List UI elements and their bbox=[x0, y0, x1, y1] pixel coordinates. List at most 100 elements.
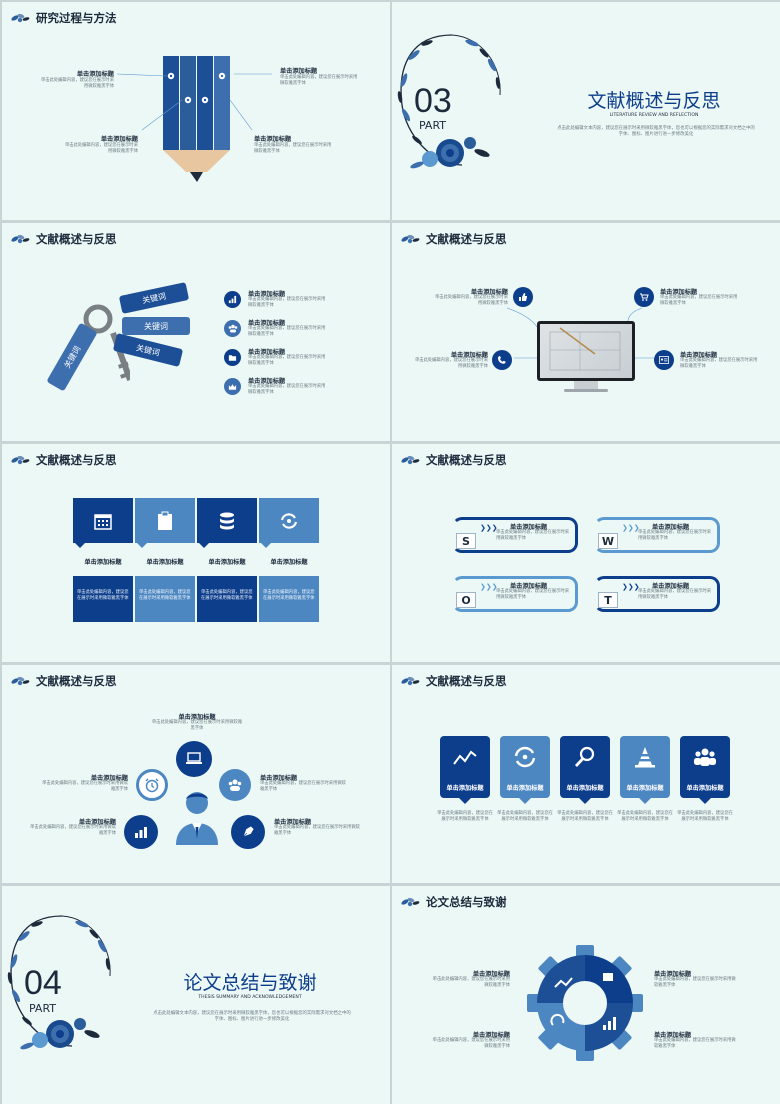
item-title: 单击添加标题 bbox=[146, 559, 184, 566]
item-title: 单击添加标题 bbox=[248, 378, 286, 385]
part-title: 论文总结与致谢 bbox=[183, 972, 317, 994]
card-pointer bbox=[519, 798, 531, 804]
chart-icon bbox=[124, 815, 158, 849]
card: 单击添加标题 bbox=[560, 736, 610, 798]
tile-pointer bbox=[137, 543, 147, 548]
item-title: 单击添加标题 bbox=[470, 289, 508, 296]
part-label: PART bbox=[29, 1002, 57, 1015]
team-icon bbox=[224, 320, 241, 337]
slide-gear: 论文总结与致谢 单击添加标题 单击此处编辑内容，建议您在 bbox=[392, 886, 780, 1104]
slide-header: 文献概述与反思 bbox=[400, 231, 507, 247]
swot-letter-badge: W bbox=[598, 533, 618, 549]
chevron-right-icon: ❯❯❯ bbox=[480, 524, 498, 532]
monitor-base bbox=[564, 389, 608, 392]
swot-letter: S bbox=[462, 534, 470, 548]
card-title: 单击添加标题 bbox=[506, 785, 544, 792]
flower-icon bbox=[10, 455, 30, 465]
chart-icon bbox=[224, 291, 241, 308]
text-tile: 单击此处编辑内容，建议您在展示时采用微软雅黑字体 bbox=[259, 576, 319, 622]
crown-icon bbox=[224, 378, 241, 395]
monitor-image bbox=[537, 321, 635, 381]
folder-icon bbox=[224, 349, 241, 366]
item-body: 单击此处编辑内容，建议您在展示时采用微软雅黑字体 bbox=[496, 530, 570, 541]
sync-icon bbox=[514, 746, 536, 768]
item-title: 单击添加标题 bbox=[248, 320, 286, 327]
item-body: 单击此处编辑内容，建议您在展示时采用微软雅黑字体 bbox=[660, 295, 738, 306]
flower-icon bbox=[400, 897, 420, 907]
flower-icon bbox=[10, 234, 30, 244]
chevron-right-icon: ❯❯❯ bbox=[622, 583, 640, 591]
item-title: 单击添加标题 bbox=[472, 1032, 510, 1039]
chevron-right-icon: ❯❯❯ bbox=[480, 583, 498, 591]
search-icon bbox=[574, 746, 595, 767]
calendar-tile bbox=[73, 498, 133, 543]
card: 单击添加标题 bbox=[440, 736, 490, 798]
text-tile: 单击此处编辑内容，建议您在展示时采用微软雅黑字体 bbox=[135, 576, 195, 622]
item-body: 单击此处编辑内容，建议您在展示时采用微软雅黑字体 bbox=[40, 78, 114, 89]
trend-chart-icon bbox=[453, 750, 477, 765]
item-body: 单击此处编辑内容，建议您在展示时采用微软雅黑字体 bbox=[638, 530, 712, 541]
part-title: 文献概述与反思 bbox=[587, 90, 721, 112]
item-title: 单击添加标题 bbox=[510, 583, 548, 590]
item-body: 单击此处编辑内容，建议您在展示时采用微软雅黑字体 bbox=[274, 825, 360, 836]
pen-nib-icon bbox=[231, 815, 265, 849]
part-number: 03 bbox=[414, 82, 452, 120]
item-body: 单击此处编辑内容，建议您在展示时采用微软雅黑字体 bbox=[30, 825, 116, 836]
item-title: 单击添加标题 bbox=[248, 291, 286, 298]
card: 单击添加标题 bbox=[620, 736, 670, 798]
item-body: 单击此处编辑内容，建议您在展示时采用微软雅黑字体 bbox=[432, 977, 510, 988]
tile-pointer bbox=[75, 543, 85, 548]
slide-monitor: 文献概述与反思 单击添加标题 单击此处编辑内容，建议您在展示时采用微软雅黑字体 … bbox=[392, 223, 780, 441]
keyword-label: 关键词 bbox=[144, 321, 168, 331]
part-label: PART bbox=[419, 119, 447, 132]
item-title: 单击添加标题 bbox=[472, 971, 510, 978]
item-body: 单击此处编辑内容，建议您在展示时采用微软雅黑字体 bbox=[263, 590, 315, 601]
item-title: 单击添加标题 bbox=[270, 559, 308, 566]
item-body: 单击此处编辑内容，建议您在展示时采用微软雅黑字体 bbox=[248, 326, 326, 337]
swot-letter: W bbox=[601, 534, 615, 548]
cart-icon bbox=[634, 287, 654, 307]
keyword-label: 关键词 bbox=[141, 291, 167, 305]
item-title: 单击添加标题 bbox=[78, 819, 116, 826]
item-body: 单击此处编辑内容，建议您在展示时采用微软雅黑字体 bbox=[42, 781, 128, 792]
database-icon bbox=[220, 512, 234, 529]
keyword-label: 关键词 bbox=[135, 342, 161, 358]
card-title: 单击添加标题 bbox=[566, 785, 604, 792]
slide-swot: 文献概述与反思 S ❯❯❯ 单击添加标题 单击此处编辑内容，建议您在展示时采用微… bbox=[392, 444, 780, 662]
item-body: 单击此处编辑内容，建议您在展示时采用微软雅黑字体 bbox=[248, 384, 326, 395]
pencil-graphic bbox=[163, 56, 230, 182]
item-title: 单击添加标题 bbox=[254, 136, 292, 143]
flower-icon bbox=[400, 455, 420, 465]
item-title: 单击添加标题 bbox=[248, 349, 286, 356]
item-title: 单击添加标题 bbox=[654, 971, 692, 978]
slide-header: 文献概述与反思 bbox=[10, 673, 117, 689]
item-body: 单击此处编辑内容，建议您在展示时采用微软雅黑字体 bbox=[677, 811, 733, 822]
card: 单击添加标题 bbox=[680, 736, 730, 798]
slide-part-04: 04 PART 论文总结与致谢 THESIS SUMMARY AND ACKNO… bbox=[2, 886, 390, 1104]
swot-letter-badge: O bbox=[456, 592, 476, 608]
item-body: 单击此处编辑内容，建议您在展示时采用微软雅黑字体 bbox=[654, 977, 736, 988]
keyword-tag: 关键词 bbox=[118, 282, 190, 314]
slide-header: 文献概述与反思 bbox=[10, 231, 117, 247]
gear-icon bbox=[527, 945, 643, 1061]
slide-title: 论文总结与致谢 bbox=[426, 895, 507, 909]
tile-pointer bbox=[199, 543, 209, 548]
clipboard-tile bbox=[135, 498, 195, 543]
item-body: 单击此处编辑内容，建议您在展示时采用微软雅黑字体 bbox=[254, 143, 332, 154]
slide-title: 研究过程与方法 bbox=[36, 11, 117, 25]
item-title: 单击添加标题 bbox=[652, 583, 690, 590]
slide-person-circle: 文献概述与反思 单击添加标题 单击此处编辑内容，建议您在展示时采用微软雅黑字体 … bbox=[2, 665, 390, 883]
item-body: 单击此处编辑内容，建议您在展示时采用微软雅黑字体 bbox=[557, 811, 613, 822]
item-title: 单击添加标题 bbox=[660, 289, 698, 296]
item-title: 单击添加标题 bbox=[208, 559, 246, 566]
keyword-tag: 关键词 bbox=[122, 317, 190, 335]
clipboard-icon bbox=[158, 511, 172, 530]
text-tile: 单击此处编辑内容，建议您在展示时采用微软雅黑字体 bbox=[197, 576, 257, 622]
item-title: 单击添加标题 bbox=[76, 71, 114, 78]
item-title: 单击添加标题 bbox=[100, 136, 138, 143]
traffic-cone-icon bbox=[635, 747, 655, 768]
slide-title: 文献概述与反思 bbox=[426, 232, 507, 246]
item-title: 单击添加标题 bbox=[90, 775, 128, 782]
laptop-icon bbox=[176, 741, 212, 777]
item-title: 单击添加标题 bbox=[84, 559, 122, 566]
